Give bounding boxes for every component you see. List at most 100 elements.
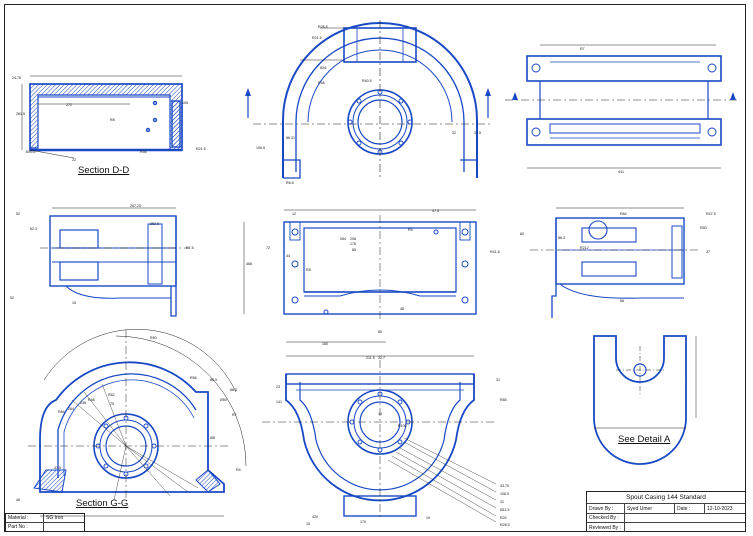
material-value: SG Iron [46, 514, 64, 521]
view-plan-mid-center [243, 209, 477, 320]
dimension-label: 252.5 [150, 222, 159, 226]
reviewed-by-label: Reviewed By : [587, 523, 625, 532]
drawn-by-value: Syed Umer [625, 504, 675, 513]
dimension-label: R20 [500, 516, 507, 520]
dimension-label: R48 [88, 398, 95, 402]
dimension-label: 37 [706, 250, 710, 254]
dimension-label: 425 [312, 515, 318, 519]
dimension-label: R6.5 [286, 181, 294, 185]
part-no-value [44, 523, 86, 532]
section-label-d-d: Section D-D [78, 165, 130, 176]
dimension-label: 86.5 [230, 388, 237, 392]
dimension-label: 86.3 [558, 236, 565, 240]
dimension-label: 46 [16, 498, 20, 502]
dimension-label: Ø11.5 [500, 508, 510, 512]
dimension-label: 238 [80, 401, 86, 405]
dimension-label: R212 [580, 246, 589, 250]
dimension-label: 85 [352, 248, 356, 252]
dimension-label: 19 [426, 516, 430, 520]
dimension-label: 22 [72, 158, 76, 162]
dimension-label: R50 [700, 226, 707, 230]
reviewed-by-value [625, 523, 675, 532]
dimension-label: 106.5 [256, 146, 265, 150]
dimension-label: R7.5 [186, 246, 194, 250]
dimension-label: 14 [378, 412, 382, 416]
view-section-g-g [28, 329, 247, 517]
dimension-label: 108.5 [500, 492, 509, 496]
dimension-label: 47.5 [54, 466, 61, 470]
dimension-label: R28.5 [500, 523, 510, 527]
dimension-label: R56 [140, 150, 147, 154]
drawing-title: Spout Casing 144 Standard [626, 494, 706, 501]
dimension-label: 23 [276, 385, 280, 389]
dimension-label: R84 [620, 212, 627, 216]
dimension-label: R84 [58, 410, 65, 414]
dimension-label: R50 [150, 336, 157, 340]
dimension-label: 86.5 [210, 378, 217, 382]
dimension-label: 37.5 [474, 131, 481, 135]
dimension-label: R47.5 [706, 212, 716, 216]
dimension-label: R7 [232, 413, 237, 417]
dimension-label: 12 [292, 212, 296, 216]
dimension-label: 105 [182, 101, 188, 105]
dimension-label: 24.76 [12, 76, 21, 80]
dimension-label: Ø8 [210, 436, 215, 440]
dimension-label: 267.25 [130, 204, 141, 208]
dimension-label: R41.6 [490, 250, 500, 254]
dimension-label: R8 [110, 118, 115, 122]
dimension-label: 48 [400, 307, 404, 311]
dimension-label: 281.5 [16, 112, 25, 116]
dimension-label: R5 [408, 228, 413, 232]
dimension-label: 43.75 [500, 484, 509, 488]
dimension-label: 60 [520, 232, 524, 236]
dimension-label: 62.3 [30, 227, 37, 231]
dimension-label: R40.5 [362, 79, 372, 83]
drawn-by-label: Drawn By : [587, 504, 625, 513]
dimension-label: 85 [378, 330, 382, 334]
dimension-label: 170 [360, 520, 366, 524]
material-label: Material : [6, 514, 44, 522]
title-block: Spout Casing 144 Standard Drawn By : Sye… [586, 491, 746, 532]
dimension-label: 206 [350, 237, 356, 241]
dimension-label: R100 [398, 424, 407, 428]
dimension-label: 466 [246, 262, 252, 266]
dimension-label: 86.31 [286, 136, 295, 140]
dimension-label: R85 [500, 398, 507, 402]
dimension-label: 272 [66, 103, 72, 107]
dimension-label: 32.7 [378, 356, 385, 360]
dimension-label: R4 [236, 468, 241, 472]
view-side-mid-right [530, 207, 700, 318]
dimension-label: R56 [190, 376, 197, 380]
view-front-top [245, 20, 492, 180]
view-section-d-d [21, 75, 183, 159]
dimension-label: 8X6 [320, 66, 327, 70]
dimension-label: R7 [580, 47, 585, 51]
dimension-label: 264 [340, 237, 346, 241]
dimension-label: 8X0.5 [26, 150, 36, 154]
dimension-label: R21.5 [196, 147, 206, 151]
dimension-label: 44 [286, 254, 290, 258]
dimension-label: R46 [318, 81, 325, 85]
dimension-label: 72 [266, 246, 270, 250]
dimension-label: 15 [72, 301, 76, 305]
view-detail-a [593, 335, 697, 465]
dimension-label: 15 [306, 522, 310, 526]
dimension-label: Ø50 [220, 398, 227, 402]
dimension-label: 441 [618, 170, 624, 174]
dimension-label: 264 [68, 407, 74, 411]
dimension-label: 75 [110, 402, 114, 406]
date-value: 12-10-2023 [707, 505, 733, 512]
checked-by-value [625, 514, 675, 522]
dimension-label: R21.5 [312, 36, 322, 40]
dimension-label: R62 [108, 393, 115, 397]
dimension-label: 47.5 [432, 209, 439, 213]
dimension-label: 92 [10, 296, 14, 300]
dimension-label: 32 [452, 131, 456, 135]
section-label-g-g: Section G-G [76, 498, 129, 509]
dimension-label: 176 [350, 242, 356, 246]
dimension-label: R28.5 [318, 25, 328, 29]
dimension-label: 31 [496, 378, 500, 382]
dimension-label: 211.5 [366, 356, 375, 360]
